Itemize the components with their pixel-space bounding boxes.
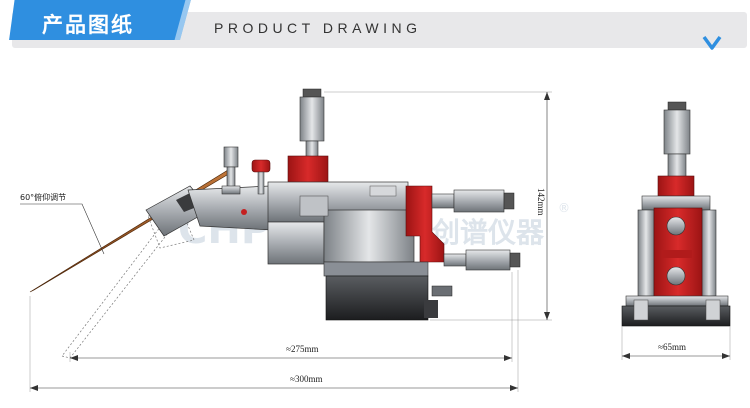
title-chinese: 产品图纸 xyxy=(42,13,134,37)
height-dimension: 142mm xyxy=(324,91,552,321)
page-header: 产品图纸 PRODUCT DRAWING xyxy=(0,0,750,56)
instrument-base xyxy=(323,261,453,321)
tilt-label: 60°俯仰调节 xyxy=(20,192,66,202)
outer-width-dimension: ≈300mm xyxy=(29,270,519,392)
red-knob xyxy=(251,159,271,195)
main-body xyxy=(267,181,415,265)
side-view-instrument xyxy=(621,101,731,327)
head-micrometer xyxy=(221,146,241,195)
right-micrometer-upper xyxy=(431,189,515,213)
chevron-down-icon xyxy=(702,35,722,50)
watermark-reg: ® xyxy=(558,201,570,215)
side-width-dimension: ≈65mm xyxy=(621,326,731,360)
vertical-micrometer xyxy=(299,88,325,158)
title-tab-shape xyxy=(9,0,191,40)
inner-width-label: ≈275mm xyxy=(286,344,318,354)
tilting-head xyxy=(145,185,273,237)
front-view-instrument xyxy=(29,88,521,359)
tilt-annotation: 60°俯仰调节 xyxy=(20,192,105,255)
inner-width-dimension: ≈275mm xyxy=(69,272,513,362)
right-micrometer-lower xyxy=(443,249,521,271)
product-drawing: CHPUSH 创谱仪器 ® xyxy=(20,88,731,392)
watermark-cn: 创谱仪器 xyxy=(431,216,545,249)
tilt-ghost-outline xyxy=(61,215,195,359)
height-dim-label: 142mm xyxy=(536,188,546,216)
outer-width-label: ≈300mm xyxy=(290,374,322,384)
title-english: PRODUCT DRAWING xyxy=(214,20,422,36)
side-width-label: ≈65mm xyxy=(658,342,686,352)
